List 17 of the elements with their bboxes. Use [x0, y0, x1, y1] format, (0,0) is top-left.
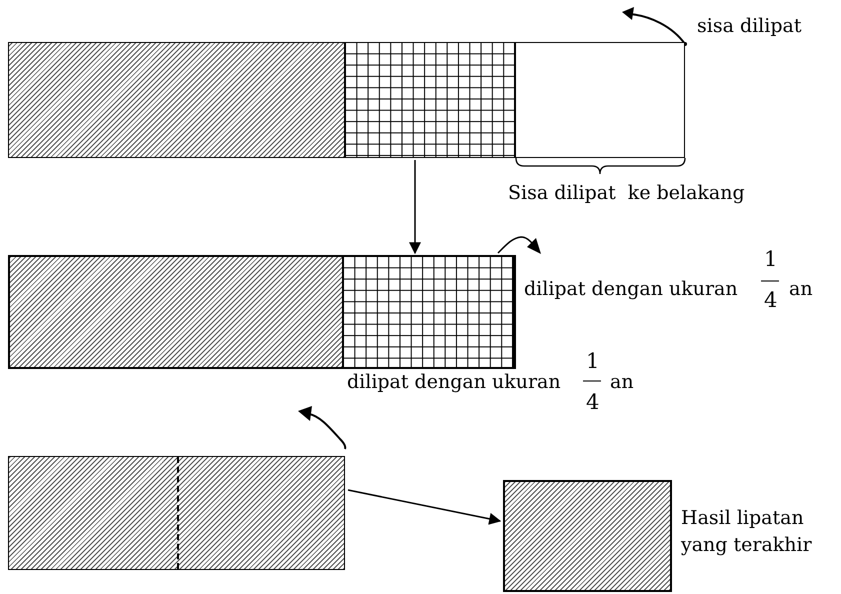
annotation: an — [789, 278, 813, 301]
annotation: dilipat dengan ukuran — [524, 278, 738, 301]
arrow — [409, 160, 421, 254]
annotation: 4 — [586, 390, 600, 416]
annotation: 1 — [764, 247, 778, 272]
annotation: Sisa dilipat ke belakang — [508, 182, 745, 205]
arrow — [348, 489, 502, 525]
annotation: dilipat dengan ukuran — [347, 371, 561, 394]
paper-strip — [503, 480, 672, 592]
annotation: 1 — [586, 349, 600, 374]
paper-strip — [8, 255, 516, 369]
paper-strip — [8, 456, 345, 570]
annotation: 4 — [764, 288, 778, 314]
paper-strip — [8, 42, 685, 158]
result-label: Hasil lipatan yang terakhir — [681, 506, 813, 558]
annotation: an — [610, 371, 634, 394]
annotation: sisa dilipat — [697, 15, 802, 38]
